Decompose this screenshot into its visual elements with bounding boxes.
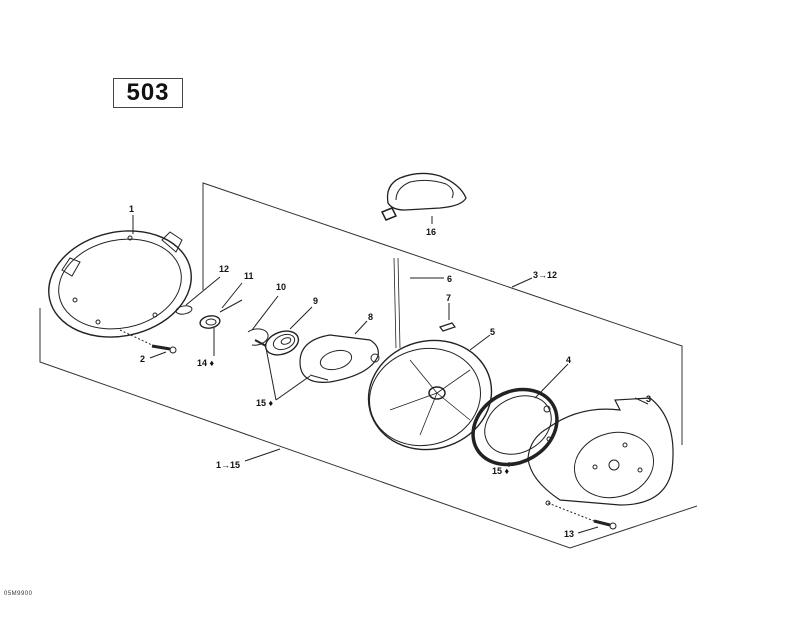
group-left-leader <box>244 448 281 462</box>
part-1-housing-plate[interactable] <box>39 215 201 350</box>
part-6-starter-rope[interactable] <box>393 257 444 349</box>
lube-drop-icon: ♦ <box>268 398 274 408</box>
callout-3[interactable]: 3 <box>646 394 652 404</box>
part-4-recoil-spring[interactable] <box>459 363 570 479</box>
page-number-badge: 503 <box>113 78 183 108</box>
part-11-spring[interactable] <box>219 282 243 313</box>
part-3-starter-housing[interactable] <box>527 397 674 506</box>
callout-15-lube-a[interactable]: 15 ♦ <box>256 398 274 408</box>
part-14-pawl[interactable] <box>199 314 221 356</box>
callout-14-lube[interactable]: 14 ♦ <box>197 358 215 368</box>
callout-7[interactable]: 7 <box>446 293 452 303</box>
callout-16[interactable]: 16 <box>426 227 437 237</box>
group-label-1-to-15: 1→15 <box>216 460 241 470</box>
lube-drop-icon: ♦ <box>209 358 215 368</box>
part-12-washer[interactable] <box>175 276 221 315</box>
part-5-rope-sheave[interactable] <box>356 327 504 463</box>
lube-drop-icon: ♦ <box>504 466 510 476</box>
callout-12[interactable]: 12 <box>219 264 230 274</box>
part-16-starter-handle[interactable] <box>380 172 467 224</box>
callout-1[interactable]: 1 <box>129 204 135 214</box>
part-7-key[interactable] <box>439 303 456 332</box>
callout-11[interactable]: 11 <box>244 271 254 281</box>
group-label-3-to-12: 3→12 <box>533 270 558 280</box>
callout-5[interactable]: 5 <box>490 327 496 337</box>
callout-10[interactable]: 10 <box>276 282 287 292</box>
part-8-pawl-lock[interactable] <box>299 320 380 383</box>
callout-15-lube-b[interactable]: 15 ♦ <box>492 466 510 476</box>
lube-15-leaders <box>265 347 311 401</box>
part-13-screw[interactable] <box>547 502 617 534</box>
callout-2[interactable]: 2 <box>140 354 146 364</box>
callout-13[interactable]: 13 <box>564 529 575 539</box>
reference-code: 05M9900 <box>4 591 33 597</box>
assembly-frame <box>39 182 698 549</box>
part-2-screw[interactable] <box>119 329 177 359</box>
callout-8[interactable]: 8 <box>368 312 374 322</box>
callout-6[interactable]: 6 <box>447 274 453 284</box>
group-right-leader <box>511 277 533 288</box>
callout-9[interactable]: 9 <box>313 296 319 306</box>
callout-4[interactable]: 4 <box>566 355 572 365</box>
part-10-circlip[interactable] <box>247 295 279 346</box>
